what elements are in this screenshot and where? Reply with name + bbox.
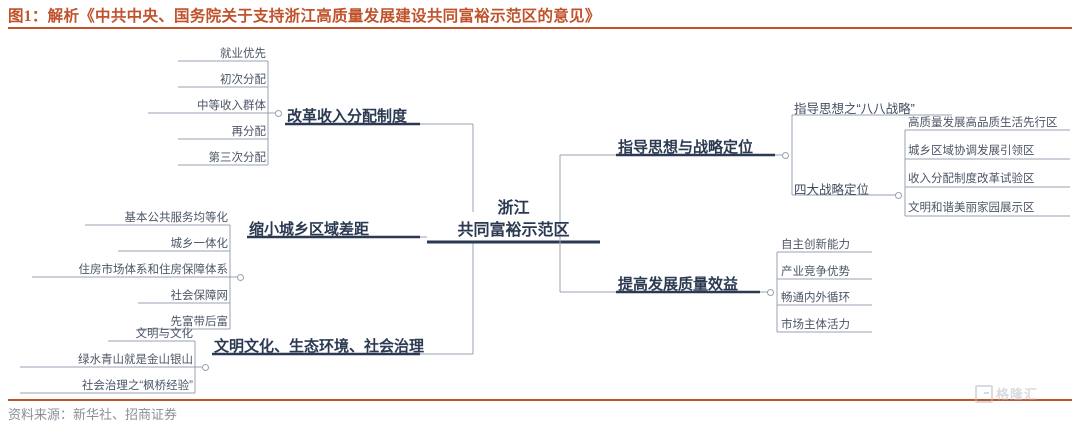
branch-label-culture-ecology-governance[interactable]: 文明文化、生态环境、社会治理 [214, 338, 425, 355]
branch-label-guiding-ideology-strategy[interactable]: 指导思想与战略定位 [618, 139, 754, 156]
leaf-civilization-and-culture[interactable]: 文明与文化 [135, 328, 194, 340]
connector-dot-four-strategic-positions [895, 192, 902, 199]
leaf-market-entity-vitality[interactable]: 市场主体活力 [781, 319, 850, 331]
leaf-housing-market-and-security-system[interactable]: 住房市场体系和住房保障体系 [78, 264, 229, 276]
page-title: 图1：解析《中共中央、国务院关于支持浙江高质量发展建设共同富裕示范区的意见》 [8, 8, 601, 25]
subnode-eight-eight-strategy[interactable]: 指导思想之“八八战略” [794, 102, 915, 116]
leaf-redistribution[interactable]: 再分配 [231, 126, 267, 138]
leaf-civilized-harmonious-home-demo-zone[interactable]: 文明和谐美丽家园展示区 [908, 202, 1035, 214]
leaf-green-mountains-gold-mountains[interactable]: 绿水青山就是金山银山 [78, 354, 193, 366]
connector-dot-guiding-ideology-strategy [782, 152, 789, 159]
leaf-rich-first-help-others[interactable]: 先富带后富 [170, 316, 229, 328]
subnode-four-strategic-positions[interactable]: 四大战略定位 [794, 183, 870, 197]
source-note: 资料来源：新华社、招商证券 [8, 407, 178, 422]
leaf-employment-priority[interactable]: 就业优先 [220, 48, 266, 60]
leaf-independent-innovation-capability[interactable]: 自主创新能力 [781, 239, 850, 251]
watermark-label: 格隆汇 [996, 388, 1039, 403]
connector-dot-reform-income-distribution [275, 110, 282, 117]
branch-label-narrow-urban-rural-gap[interactable]: 缩小城乡区域差距 [249, 221, 370, 238]
leaf-urban-rural-coordinated-leading-zone[interactable]: 城乡区域协调发展引领区 [908, 145, 1035, 157]
mindmap-diagram: 浙江 共同富裕示范区 改革收入分配制度 就业优先 初次分配 中等收入群体 再分配… [0, 30, 1080, 398]
connector-dot-narrow-urban-rural-gap [237, 274, 244, 281]
center-node-line1: 浙江 [497, 200, 530, 217]
connector-dot-improve-quality-efficiency [767, 289, 774, 296]
leaf-urban-rural-integration[interactable]: 城乡一体化 [170, 238, 229, 250]
leaf-industrial-competitive-advantage[interactable]: 产业竞争优势 [781, 266, 850, 278]
leaf-equal-basic-public-services[interactable]: 基本公共服务均等化 [124, 212, 229, 224]
watermark: 格隆汇 [975, 384, 1038, 403]
leaf-social-security-net[interactable]: 社会保障网 [170, 290, 229, 302]
leaf-fengqiao-experience[interactable]: 社会治理之“枫桥经验” [81, 380, 193, 392]
title-divider [8, 27, 1072, 29]
footer-divider [8, 399, 1072, 401]
leaf-primary-distribution[interactable]: 初次分配 [220, 74, 266, 86]
leaf-smooth-dual-circulation[interactable]: 畅通内外循环 [781, 292, 850, 304]
center-node[interactable]: 浙江 共同富裕示范区 [427, 198, 600, 241]
branch-label-reform-income-distribution[interactable]: 改革收入分配制度 [287, 108, 408, 125]
connector-lines [20, 60, 1070, 394]
center-node-line2: 共同富裕示范区 [457, 221, 570, 239]
connector-dot-culture-ecology-governance [202, 364, 209, 371]
branch-label-improve-quality-efficiency[interactable]: 提高发展质量效益 [618, 276, 739, 293]
leaf-high-quality-development-pioneer-zone[interactable]: 高质量发展高品质生活先行区 [908, 117, 1058, 129]
leaf-third-distribution[interactable]: 第三次分配 [208, 152, 267, 164]
leaf-middle-income-group[interactable]: 中等收入群体 [197, 100, 266, 112]
leaf-income-distribution-reform-pilot-zone[interactable]: 收入分配制度改革试验区 [908, 173, 1035, 185]
logo-mark-icon [975, 384, 993, 403]
